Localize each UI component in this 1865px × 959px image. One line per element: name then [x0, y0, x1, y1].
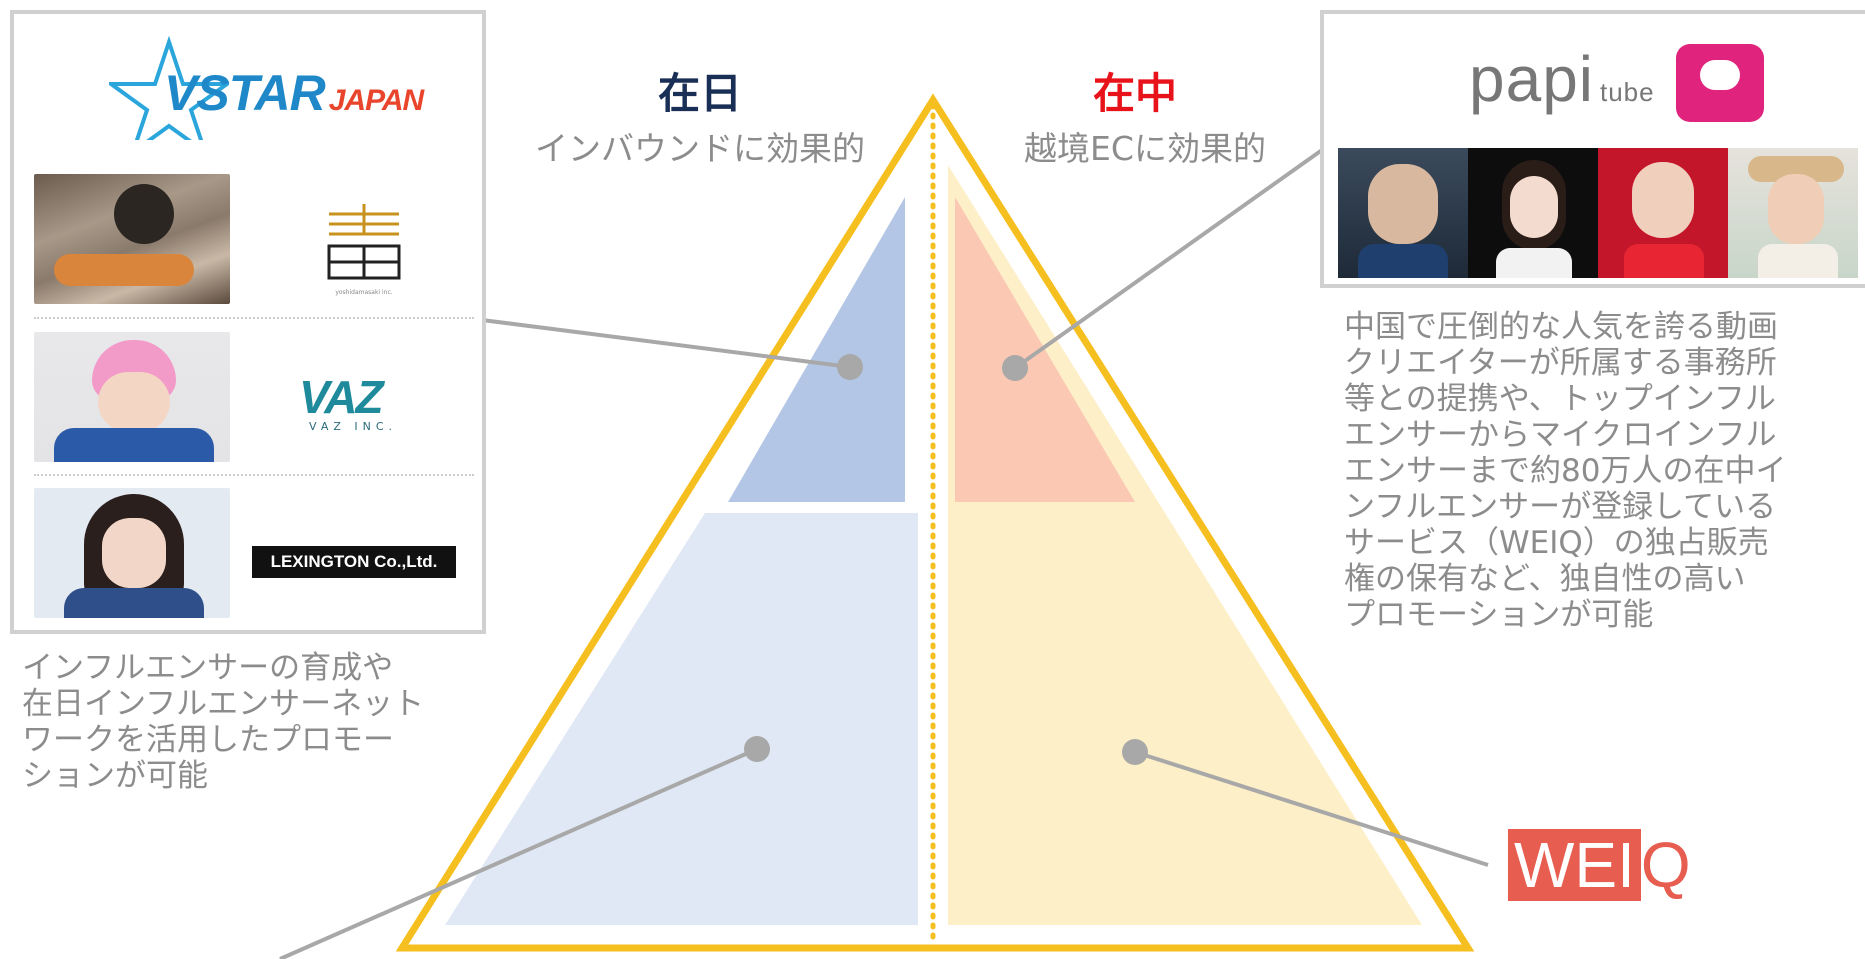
connector-right-bottom [1134, 750, 1489, 867]
left-top-segment [728, 197, 905, 502]
connector-left-top [481, 318, 851, 369]
vstar-sub: JAPAN [328, 84, 424, 117]
connector-right-top [1013, 148, 1324, 370]
vaz-mark: VAZ [299, 371, 384, 423]
left-subheading: インバウンドに効果的 [535, 129, 865, 168]
right-heading: 在中 [1092, 69, 1177, 118]
creator-photo-dark-hair [34, 488, 230, 618]
right-top-segment [955, 197, 1135, 502]
yoshidamasaki-logo: yoshidamasaki inc. [327, 204, 401, 296]
connector-dot [1002, 355, 1028, 381]
connector-dot [1122, 739, 1148, 765]
svg-text:yoshidamasaki inc.: yoshidamasaki inc. [335, 289, 392, 296]
right-subheading: 越境ECに効果的 [1024, 129, 1266, 168]
creator-photo-pink-hair [34, 332, 230, 462]
creator-photo-man-glasses [1338, 148, 1468, 278]
creator-photo-cat [34, 174, 230, 304]
connector-dot [744, 736, 770, 762]
right-description: 中国で圧倒的な人気を誇る動画 クリエイターが所属する事務所 等との提携や、トップ… [1344, 309, 1787, 633]
creator-photo-woman-red [1598, 148, 1728, 278]
weiq-q: Q [1640, 829, 1691, 901]
papi-mark-icon [1676, 44, 1764, 122]
creator-photo-woman-hat [1728, 148, 1858, 278]
connector-left-bottom [279, 747, 758, 959]
weiq-logo: WEIQ [1508, 829, 1691, 901]
lexington-logo: LEXINGTON Co.,Ltd. [252, 546, 456, 578]
right-bottom-segment [948, 165, 1422, 925]
left-heading: 在日 [657, 69, 742, 118]
weiq-box: WEI [1508, 829, 1641, 901]
left-bottom-segment [445, 513, 918, 925]
left-description: インフルエンサーの育成や 在日インフルエンサーネット ワークを活用したプロモー … [22, 650, 425, 794]
divider [34, 317, 474, 319]
creator-photo-woman-dark [1468, 148, 1598, 278]
connector-dot [837, 354, 863, 380]
triangle-outline [395, 93, 1475, 952]
star-icon [109, 36, 229, 140]
vaz-sub: VAZ INC. [309, 420, 398, 433]
vaz-logo: VAZ VAZ INC. [299, 374, 429, 433]
divider [34, 474, 474, 476]
vstar-main: VSTAR [164, 65, 326, 121]
